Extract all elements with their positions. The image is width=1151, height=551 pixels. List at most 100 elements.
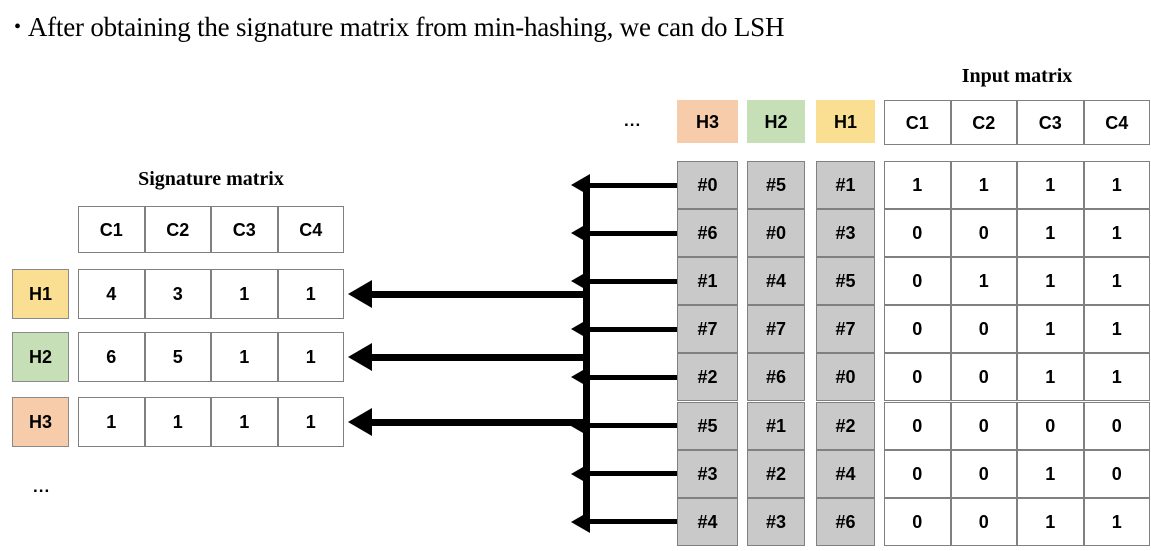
- hash-column-header-h2: H2: [747, 100, 805, 143]
- input-cell: 0: [884, 497, 951, 546]
- hash-cell: #5: [747, 161, 805, 210]
- hash-cell: #7: [677, 305, 738, 354]
- hash-cell: #3: [677, 449, 738, 498]
- hash-cell: #5: [677, 401, 738, 450]
- hash-row-arrow-head: [571, 510, 590, 533]
- hash-row-arrow-head: [571, 174, 590, 197]
- hash-cell: #1: [677, 257, 738, 306]
- signature-row-arrow-head: [348, 343, 372, 371]
- hash-row-arrow-line: [586, 230, 677, 236]
- input-cell: 0: [950, 209, 1017, 258]
- signature-row-arrow-line: [370, 290, 590, 298]
- signature-cell: 6: [78, 332, 145, 382]
- signature-row-arrow-line: [370, 418, 590, 426]
- signature-cell: 1: [144, 397, 211, 447]
- signature-matrix-caption: Signature matrix: [138, 168, 284, 190]
- hash-cell: #2: [816, 401, 875, 450]
- input-column-header-c1: C1: [884, 100, 951, 145]
- input-cell: 0: [884, 209, 951, 258]
- input-column-header-c2: C2: [950, 100, 1017, 145]
- signature-column-header-c4: C4: [277, 206, 344, 253]
- signature-cell: 5: [144, 332, 211, 382]
- hash-columns-leading-ellipsis: ...: [624, 111, 642, 130]
- signature-cell: 1: [211, 269, 278, 319]
- input-cell: 1: [1017, 353, 1084, 402]
- input-cell: 0: [950, 305, 1017, 354]
- hash-row-arrow-line: [586, 326, 677, 332]
- signature-row-arrow-line: [370, 353, 590, 361]
- hash-cell: #1: [816, 161, 875, 210]
- hash-row-arrow-line: [586, 519, 677, 525]
- hash-cell: #5: [816, 257, 875, 306]
- input-cell: 0: [884, 257, 951, 306]
- input-cell: 0: [950, 401, 1017, 450]
- input-cell: 1: [1083, 257, 1150, 306]
- input-cell: 1: [1083, 161, 1150, 210]
- hash-row-arrow-head: [571, 270, 590, 293]
- hash-cell: #6: [747, 353, 805, 402]
- input-cell: 1: [1083, 353, 1150, 402]
- input-cell: 1: [1017, 209, 1084, 258]
- headline-text: After obtaining the signature matrix fro…: [27, 12, 785, 42]
- input-cell: 1: [1083, 305, 1150, 354]
- signature-cell: 1: [211, 332, 278, 382]
- hash-row-arrow-head: [571, 222, 590, 245]
- input-cell: 1: [1017, 161, 1084, 210]
- hash-cell: #0: [747, 209, 805, 258]
- hash-cell: #4: [816, 449, 875, 498]
- input-cell: 1: [1017, 257, 1084, 306]
- input-cell: 0: [1083, 401, 1150, 450]
- hash-row-arrow-line: [586, 182, 677, 188]
- input-cell: 0: [884, 305, 951, 354]
- signature-column-header-c2: C2: [144, 206, 211, 253]
- bullet-icon: •: [14, 16, 21, 38]
- input-cell: 1: [1083, 497, 1150, 546]
- hash-row-arrow-head: [571, 366, 590, 389]
- hash-cell: #3: [747, 497, 805, 546]
- input-cell: 0: [884, 401, 951, 450]
- input-cell: 1: [950, 161, 1017, 210]
- signature-row-arrow-head: [348, 280, 372, 308]
- signature-row-label-h3: H3: [12, 397, 69, 447]
- hash-cell: #0: [816, 353, 875, 402]
- signature-cell: 1: [277, 397, 344, 447]
- hash-cell: #4: [747, 257, 805, 306]
- hash-row-arrow-head: [571, 318, 590, 341]
- input-cell: 1: [1017, 305, 1084, 354]
- signature-row-arrow-head: [348, 408, 372, 436]
- input-cell: 0: [950, 449, 1017, 498]
- hash-cell: #6: [677, 209, 738, 258]
- input-cell: 1: [1017, 449, 1084, 498]
- hash-cell: #7: [747, 305, 805, 354]
- hash-cell: #2: [677, 353, 738, 402]
- hash-cell: #7: [816, 305, 875, 354]
- signature-row-label-h1: H1: [12, 269, 69, 319]
- hash-cell: #4: [677, 497, 738, 546]
- input-cell: 0: [884, 353, 951, 402]
- hash-cell: #2: [747, 449, 805, 498]
- hash-column-header-h1: H1: [816, 100, 875, 143]
- hash-row-arrow-line: [586, 374, 677, 380]
- input-matrix-caption: Input matrix: [961, 65, 1073, 87]
- input-cell: 0: [950, 497, 1017, 546]
- input-cell: 0: [884, 449, 951, 498]
- input-cell: 1: [1017, 497, 1084, 546]
- signature-cell: 1: [211, 397, 278, 447]
- signature-matrix-more-ellipsis: ...: [33, 477, 51, 496]
- input-column-header-c4: C4: [1083, 100, 1150, 145]
- hash-cell: #1: [747, 401, 805, 450]
- hash-cell: #6: [816, 497, 875, 546]
- signature-cell: 3: [144, 269, 211, 319]
- input-cell: 0: [1083, 449, 1150, 498]
- signature-cell: 1: [277, 269, 344, 319]
- hash-row-arrow-head: [571, 462, 590, 485]
- input-cell: 1: [1083, 209, 1150, 258]
- page-headline: • After obtaining the signature matrix fr…: [14, 12, 1134, 43]
- hash-cell: #3: [816, 209, 875, 258]
- hash-row-arrow-line: [586, 423, 677, 429]
- input-cell: 1: [950, 257, 1017, 306]
- input-cell: 0: [950, 353, 1017, 402]
- hash-row-arrow-line: [586, 471, 677, 477]
- signature-column-header-c1: C1: [78, 206, 145, 253]
- hash-row-arrow-line: [586, 278, 677, 284]
